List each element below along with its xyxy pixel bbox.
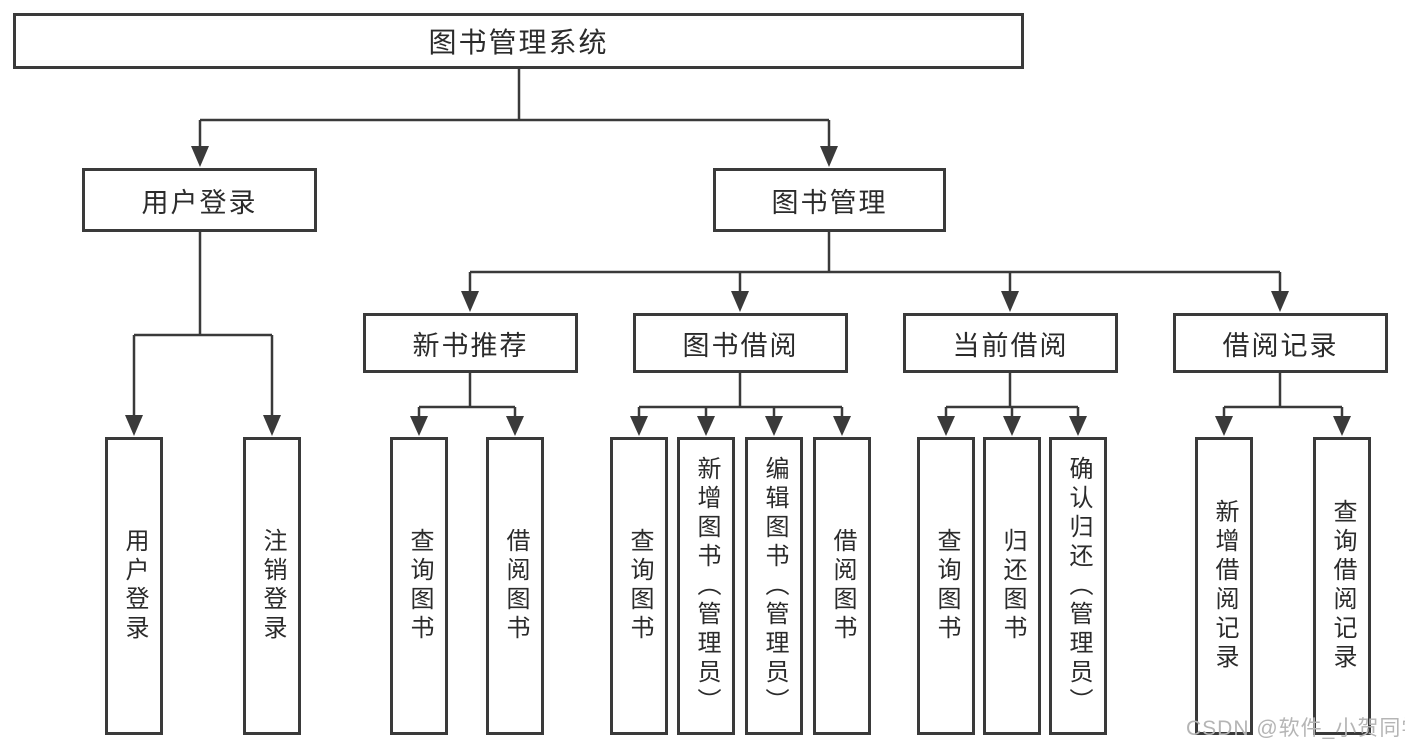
leaf-logout-label: 注销登录 <box>259 528 286 644</box>
node-new-book-recommendation: 新书推荐 <box>363 313 578 373</box>
leaf-borrow-books-borrowing-label: 借阅图书 <box>829 528 856 644</box>
leaf-borrow-books-recommend: 借阅图书 <box>486 437 544 735</box>
leaf-add-book-admin: 新增图书（管理员） <box>677 437 735 735</box>
leaf-add-borrow-record-label: 新增借阅记录 <box>1211 499 1238 673</box>
leaf-confirm-return-admin: 确认归还（管理员） <box>1049 437 1107 735</box>
leaf-query-books-current: 查询图书 <box>917 437 975 735</box>
node-book-management: 图书管理 <box>713 168 946 232</box>
node-borrowing-records-label: 借阅记录 <box>1222 330 1339 361</box>
node-current-borrowing: 当前借阅 <box>903 313 1118 373</box>
leaf-query-books-borrowing: 查询图书 <box>610 437 668 735</box>
leaf-edit-book-admin: 编辑图书（管理员） <box>745 437 803 735</box>
leaf-query-borrow-record-label: 查询借阅记录 <box>1329 499 1356 673</box>
leaf-query-books-current-label: 查询图书 <box>933 528 960 644</box>
leaf-add-book-admin-label: 新增图书（管理员） <box>693 455 720 717</box>
node-book-management-system-label: 图书管理系统 <box>428 27 609 58</box>
node-book-management-label: 图书管理 <box>771 187 888 218</box>
leaf-edit-book-admin-label: 编辑图书（管理员） <box>761 455 788 717</box>
node-current-borrowing-label: 当前借阅 <box>952 330 1069 361</box>
leaf-user-login: 用户登录 <box>105 437 163 735</box>
node-user-login: 用户登录 <box>82 168 317 232</box>
node-book-borrowing-label: 图书借阅 <box>682 330 799 361</box>
leaf-query-books-recommend: 查询图书 <box>390 437 448 735</box>
leaf-user-login-label: 用户登录 <box>121 528 148 644</box>
leaf-return-books-label: 归还图书 <box>999 528 1026 644</box>
leaf-add-borrow-record: 新增借阅记录 <box>1195 437 1253 735</box>
leaf-logout: 注销登录 <box>243 437 301 735</box>
leaf-return-books: 归还图书 <box>983 437 1041 735</box>
node-borrowing-records: 借阅记录 <box>1173 313 1388 373</box>
leaf-query-books-borrowing-label: 查询图书 <box>626 528 653 644</box>
csdn-watermark: CSDN @软件_小贺同学 <box>1186 717 1405 740</box>
leaf-query-borrow-record: 查询借阅记录 <box>1313 437 1371 735</box>
leaf-query-books-recommend-label: 查询图书 <box>406 528 433 644</box>
leaf-borrow-books-borrowing: 借阅图书 <box>813 437 871 735</box>
leaf-borrow-books-recommend-label: 借阅图书 <box>502 528 529 644</box>
node-book-management-system: 图书管理系统 <box>13 13 1024 69</box>
node-new-book-recommendation-label: 新书推荐 <box>412 330 529 361</box>
node-user-login-label: 用户登录 <box>141 187 258 218</box>
node-book-borrowing: 图书借阅 <box>633 313 848 373</box>
leaf-confirm-return-admin-label: 确认归还（管理员） <box>1065 455 1092 717</box>
